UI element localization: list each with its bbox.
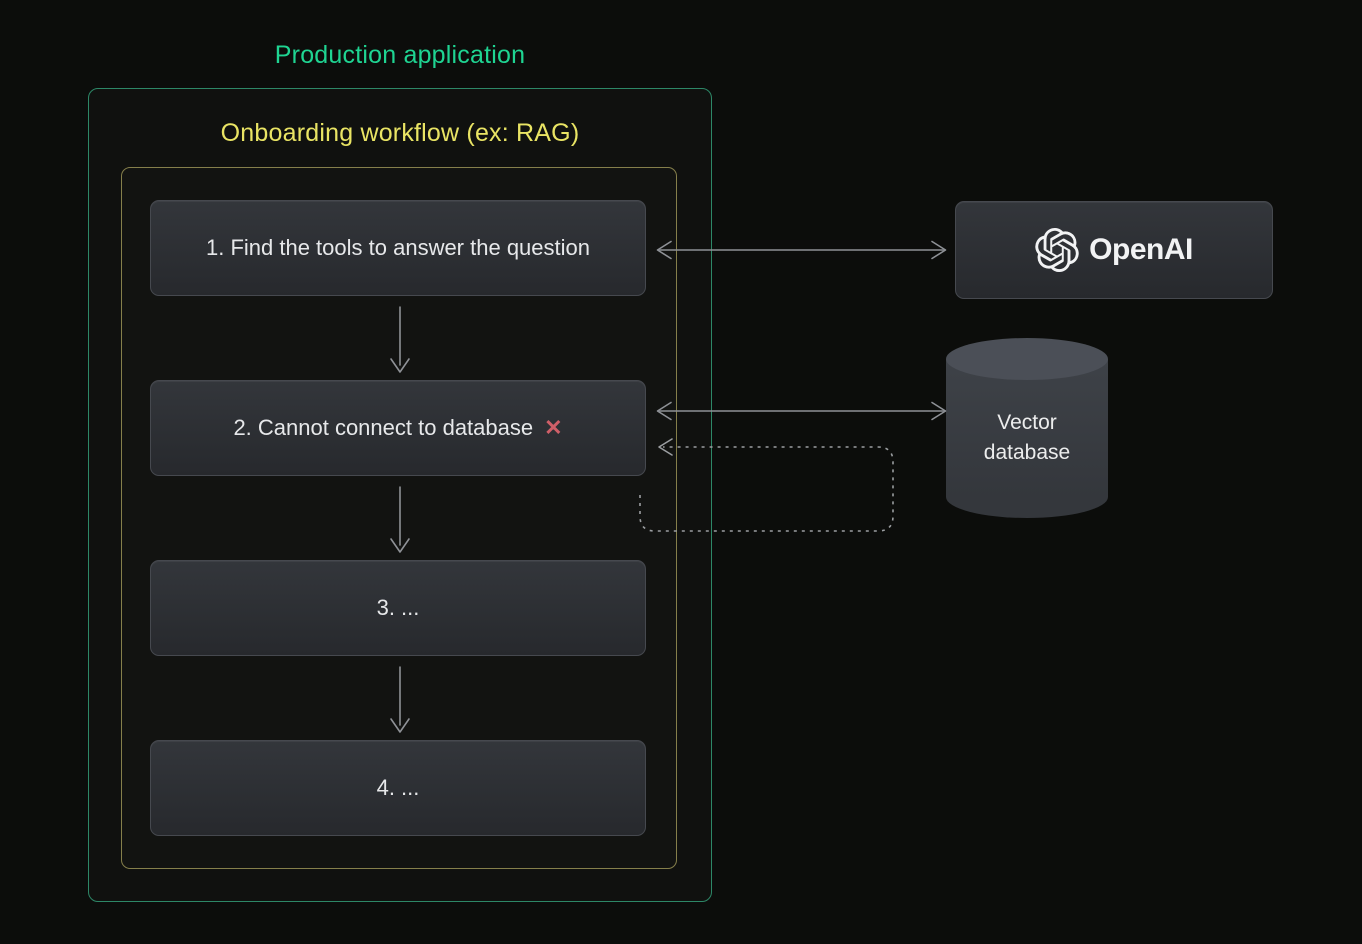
step-2-label: 2. Cannot connect to database xyxy=(233,415,534,440)
step-4-label: 4. ... xyxy=(376,775,420,800)
step-1-label: 1. Find the tools to answer the question xyxy=(205,235,590,260)
cylinder-body xyxy=(946,359,1108,497)
step-4-ellipsis: 4. ... xyxy=(150,740,646,836)
step-3-label: 3. ... xyxy=(376,595,420,620)
workflow-title: Onboarding workflow (ex: RAG) xyxy=(220,119,580,147)
workflow-container: 1. Find the tools to answer the question… xyxy=(121,167,677,869)
production-app-container: Onboarding workflow (ex: RAG) 1. Find th… xyxy=(88,88,712,902)
production-app-title: Production application xyxy=(274,41,526,69)
vector-database-label: Vector database xyxy=(983,411,1071,464)
openai-logo-icon xyxy=(1035,228,1079,272)
vector-database-node: Vector database xyxy=(946,338,1108,518)
step-2-cannot-connect: 2. Cannot connect to database ✕ xyxy=(150,380,646,476)
cylinder-top xyxy=(946,338,1108,380)
openai-wordmark: OpenAI xyxy=(1089,233,1193,266)
openai-service-node: OpenAI xyxy=(955,201,1273,299)
step-3-ellipsis: 3. ... xyxy=(150,560,646,656)
step-1-find-tools: 1. Find the tools to answer the question xyxy=(150,200,646,296)
error-x-icon: ✕ xyxy=(544,415,563,440)
